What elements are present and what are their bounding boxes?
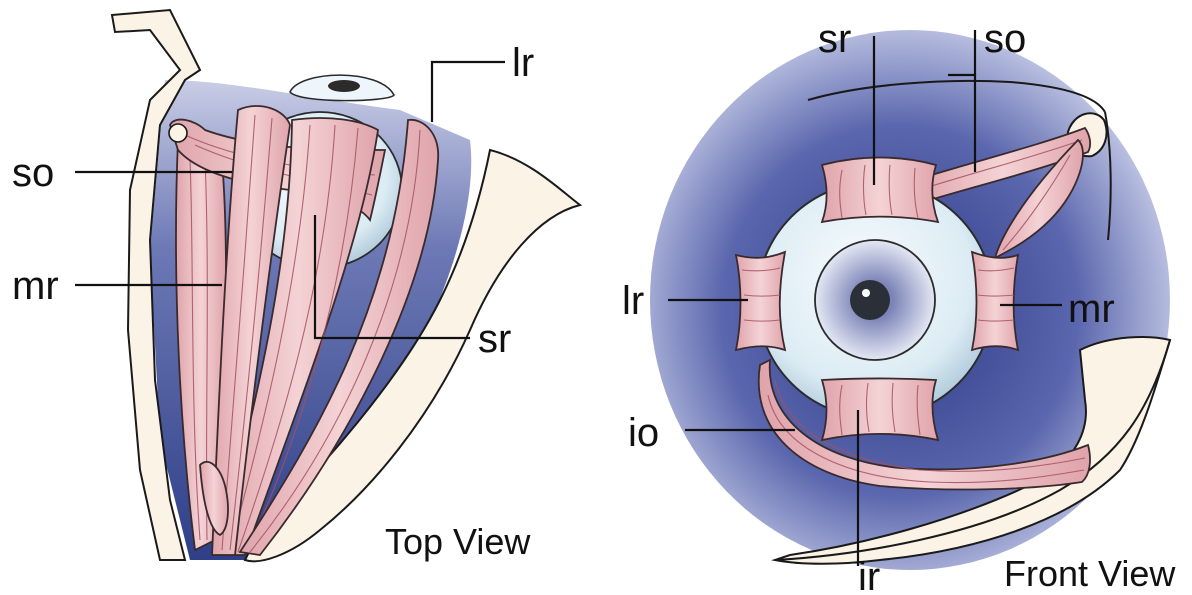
- leader-lr-top: [432, 62, 505, 122]
- label-ir-front: ir: [858, 555, 880, 595]
- label-mr-top: mr: [12, 264, 59, 308]
- medial-rectus-front: [972, 252, 1018, 350]
- pupil-highlight: [862, 289, 870, 297]
- label-mr-front: mr: [1068, 287, 1115, 331]
- label-sr-top: sr: [478, 317, 511, 361]
- label-lr-top: lr: [512, 41, 534, 85]
- front-view: sr so lr mr io ir Front View: [622, 17, 1176, 595]
- caption-front-view: Front View: [1004, 553, 1176, 594]
- pupil-top: [328, 80, 360, 92]
- label-io-front: io: [628, 411, 659, 455]
- caption-top-view: Top View: [385, 521, 531, 562]
- trochlea-top: [169, 124, 187, 142]
- top-view: so mr lr sr Top View: [12, 10, 580, 562]
- label-lr-front: lr: [622, 279, 644, 323]
- pupil-front: [850, 280, 890, 320]
- label-sr-front: sr: [818, 17, 851, 61]
- label-so-front: so: [984, 17, 1026, 61]
- label-so-top: so: [12, 151, 54, 195]
